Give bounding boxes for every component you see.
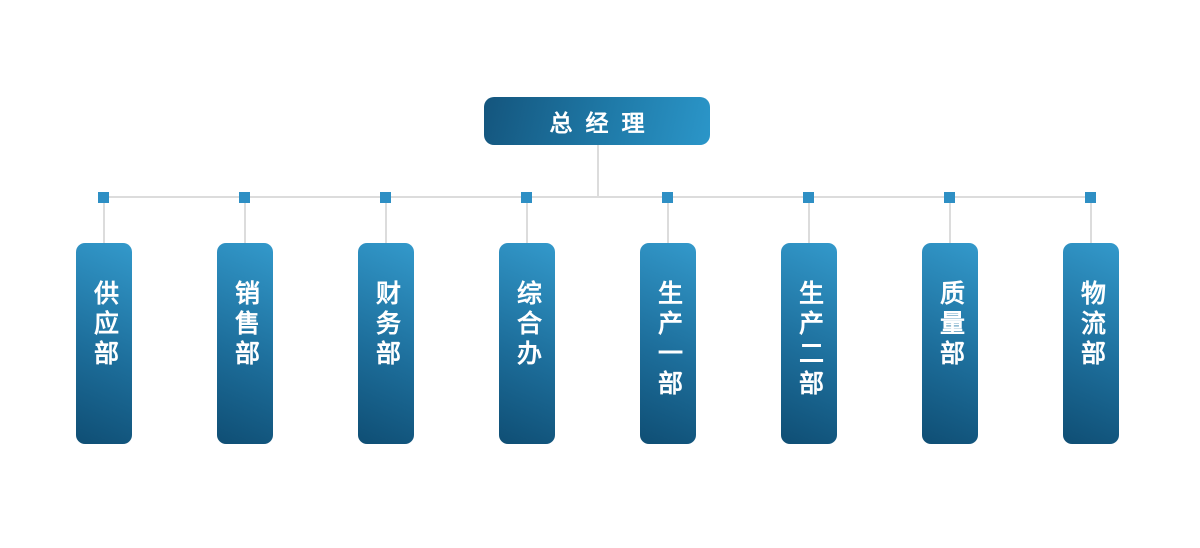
connector-drop-line: [667, 197, 669, 244]
connector-drop-line: [103, 197, 105, 244]
root-label: 总经理: [549, 110, 658, 136]
org-branch-6: 生产二部: [781, 191, 837, 444]
connector-drop-line: [385, 197, 387, 244]
department-label: 供应部: [90, 280, 119, 370]
connector-node-square: [521, 192, 532, 203]
connector-drop-line: [808, 197, 810, 244]
org-branch-8: 物流部: [1063, 191, 1119, 444]
org-branch-5: 生产一部: [640, 191, 696, 444]
org-node-department: 生产一部: [640, 243, 696, 444]
connector-node-square: [239, 192, 250, 203]
department-label: 生产一部: [654, 280, 683, 400]
department-label: 物流部: [1077, 280, 1106, 370]
connector-node-square: [98, 192, 109, 203]
department-label: 质量部: [936, 280, 965, 370]
org-node-department: 供应部: [76, 243, 132, 444]
org-branch-7: 质量部: [922, 191, 978, 444]
org-node-department: 物流部: [1063, 243, 1119, 444]
org-branch-2: 销售部: [217, 191, 273, 444]
department-label: 生产二部: [795, 280, 824, 400]
connector-stem-line: [597, 145, 599, 198]
connector-node-square: [803, 192, 814, 203]
connector-drop-line: [244, 197, 246, 244]
connector-node-square: [662, 192, 673, 203]
org-node-department: 财务部: [358, 243, 414, 444]
connector-drop-line: [949, 197, 951, 244]
connector-node-square: [944, 192, 955, 203]
department-label: 综合办: [513, 280, 542, 370]
department-label: 销售部: [231, 280, 260, 370]
org-branch-4: 综合办: [499, 191, 555, 444]
org-node-department: 质量部: [922, 243, 978, 444]
connector-drop-line: [1090, 197, 1092, 244]
org-node-root: 总经理: [484, 97, 710, 145]
org-branch-1: 供应部: [76, 191, 132, 444]
connector-horizontal-rail: [104, 196, 1092, 198]
org-node-department: 生产二部: [781, 243, 837, 444]
department-label: 财务部: [372, 280, 401, 370]
connector-node-square: [1085, 192, 1096, 203]
org-node-department: 销售部: [217, 243, 273, 444]
org-node-department: 综合办: [499, 243, 555, 444]
org-branch-3: 财务部: [358, 191, 414, 444]
connector-node-square: [380, 192, 391, 203]
connector-drop-line: [526, 197, 528, 244]
